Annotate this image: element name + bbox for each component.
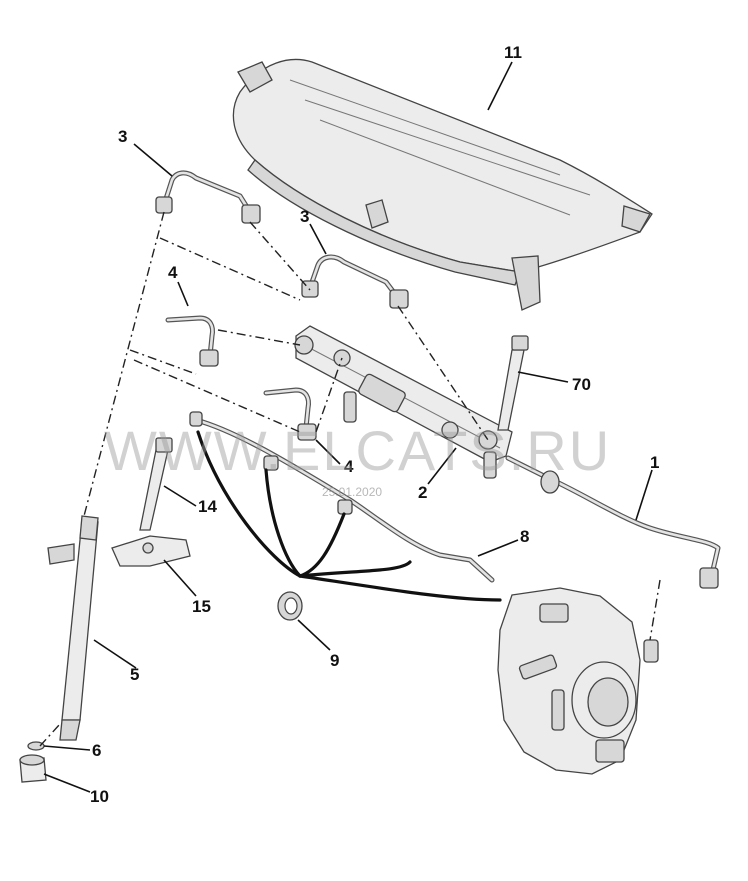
injector-pipe-lower xyxy=(263,387,317,441)
fuel-rail xyxy=(294,325,513,479)
callout-6: 6 xyxy=(92,741,101,760)
watermark-date: 25.01.2020 xyxy=(322,485,382,499)
callout-14: 14 xyxy=(198,497,217,516)
injector-sleeve xyxy=(19,754,47,783)
callout-2: 2 xyxy=(418,483,427,502)
engine-cover xyxy=(232,58,653,311)
callout-3-center: 3 xyxy=(300,207,309,226)
callout-4-lower: 4 xyxy=(344,457,354,476)
fuel-return-line xyxy=(189,411,502,602)
watermark: WWW.ELCATS.RU 25.01.2020 xyxy=(104,419,611,499)
callout-11: 11 xyxy=(504,43,522,62)
watermark-text: WWW.ELCATS.RU xyxy=(104,419,611,482)
assembly-lines xyxy=(39,211,661,747)
injector-clamp xyxy=(111,535,191,567)
seal-ring xyxy=(277,591,303,621)
callout-1: 1 xyxy=(650,453,659,472)
callout-labels: 11 3 3 4 4 2 70 1 8 14 15 5 6 10 9 xyxy=(90,43,659,806)
callout-15: 15 xyxy=(192,597,211,616)
callout-10: 10 xyxy=(90,787,109,806)
callout-5: 5 xyxy=(130,665,139,684)
injector-pipe-upper xyxy=(165,315,219,367)
injector-pipe-left xyxy=(155,170,261,224)
leader-lines xyxy=(43,61,653,793)
callout-70: 70 xyxy=(572,375,591,394)
callout-9: 9 xyxy=(330,651,339,670)
fuel-injector xyxy=(47,515,99,741)
fuel-pump xyxy=(497,587,659,775)
high-pressure-pipe xyxy=(505,455,721,589)
clamp-bolt xyxy=(139,437,173,531)
callout-3-left: 3 xyxy=(118,127,127,146)
callout-8: 8 xyxy=(520,527,529,546)
callout-4-upper: 4 xyxy=(168,263,178,282)
rail-bolt xyxy=(497,335,529,431)
injector-pipe-center xyxy=(301,254,409,309)
